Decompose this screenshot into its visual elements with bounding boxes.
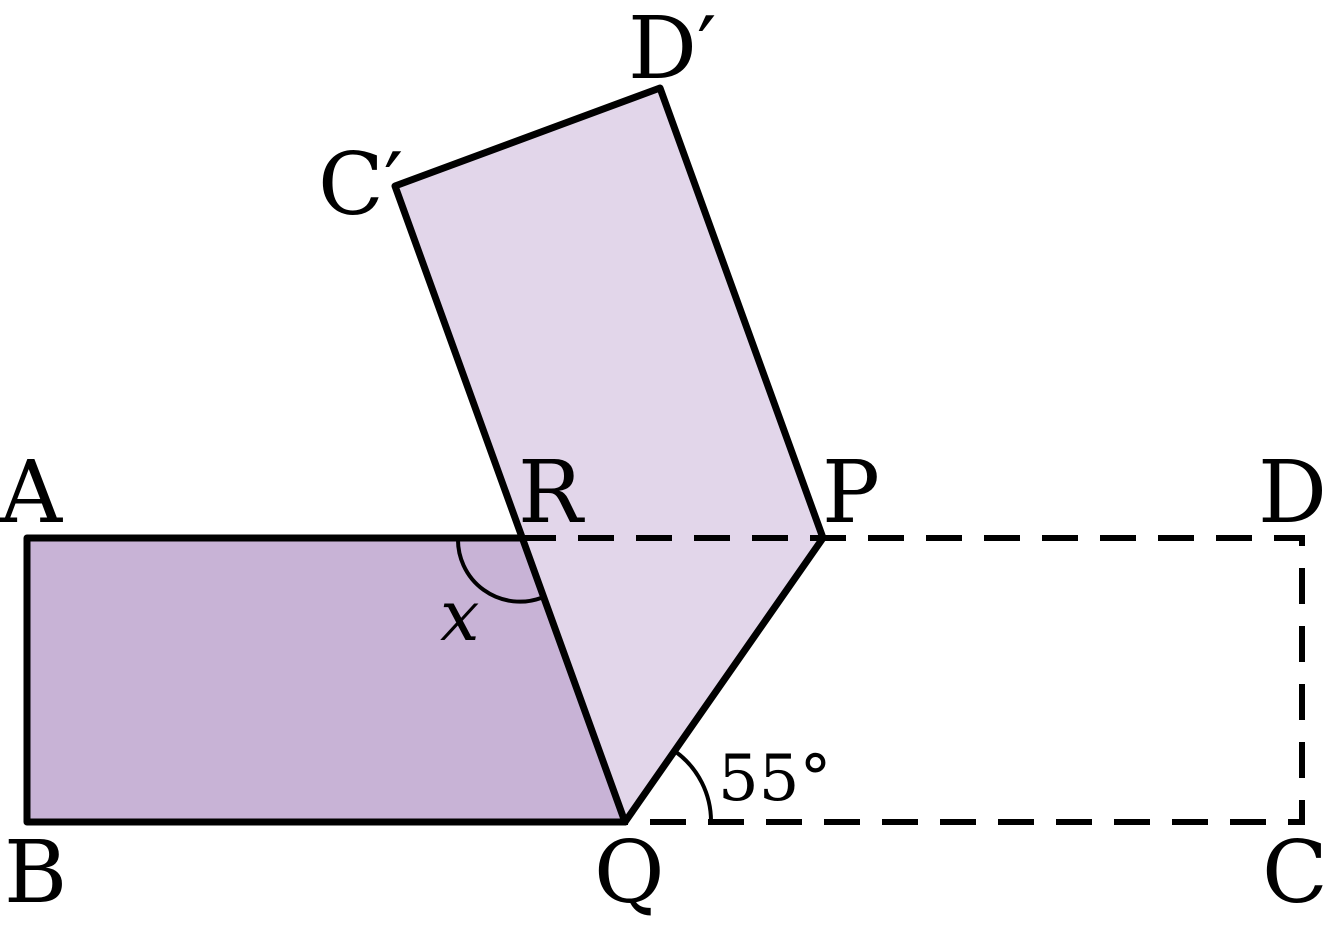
- label-P: P: [822, 443, 880, 543]
- label-Q: Q: [594, 823, 665, 923]
- label-D: D: [1258, 443, 1327, 543]
- label-D-prime: D′: [628, 0, 716, 99]
- label-A: A: [0, 443, 63, 543]
- folded-flap-top: [395, 88, 823, 822]
- label-B: B: [4, 823, 67, 923]
- angle-x-label: x: [440, 575, 479, 657]
- angle-55-label: 55°: [718, 742, 831, 816]
- edge-Q-C-prime-D-prime-P-Q: [391, 84, 827, 826]
- angle-x-arc: [455, 537, 542, 604]
- edge-R-A-B-Q: [23, 534, 629, 826]
- label-C: C: [1262, 823, 1328, 923]
- angle-55-arc: [674, 750, 714, 823]
- label-C-prime: C′: [318, 135, 403, 235]
- unfolded-region: [27, 538, 625, 822]
- dashed-original-outline: [520, 535, 1305, 825]
- label-R: R: [518, 443, 585, 543]
